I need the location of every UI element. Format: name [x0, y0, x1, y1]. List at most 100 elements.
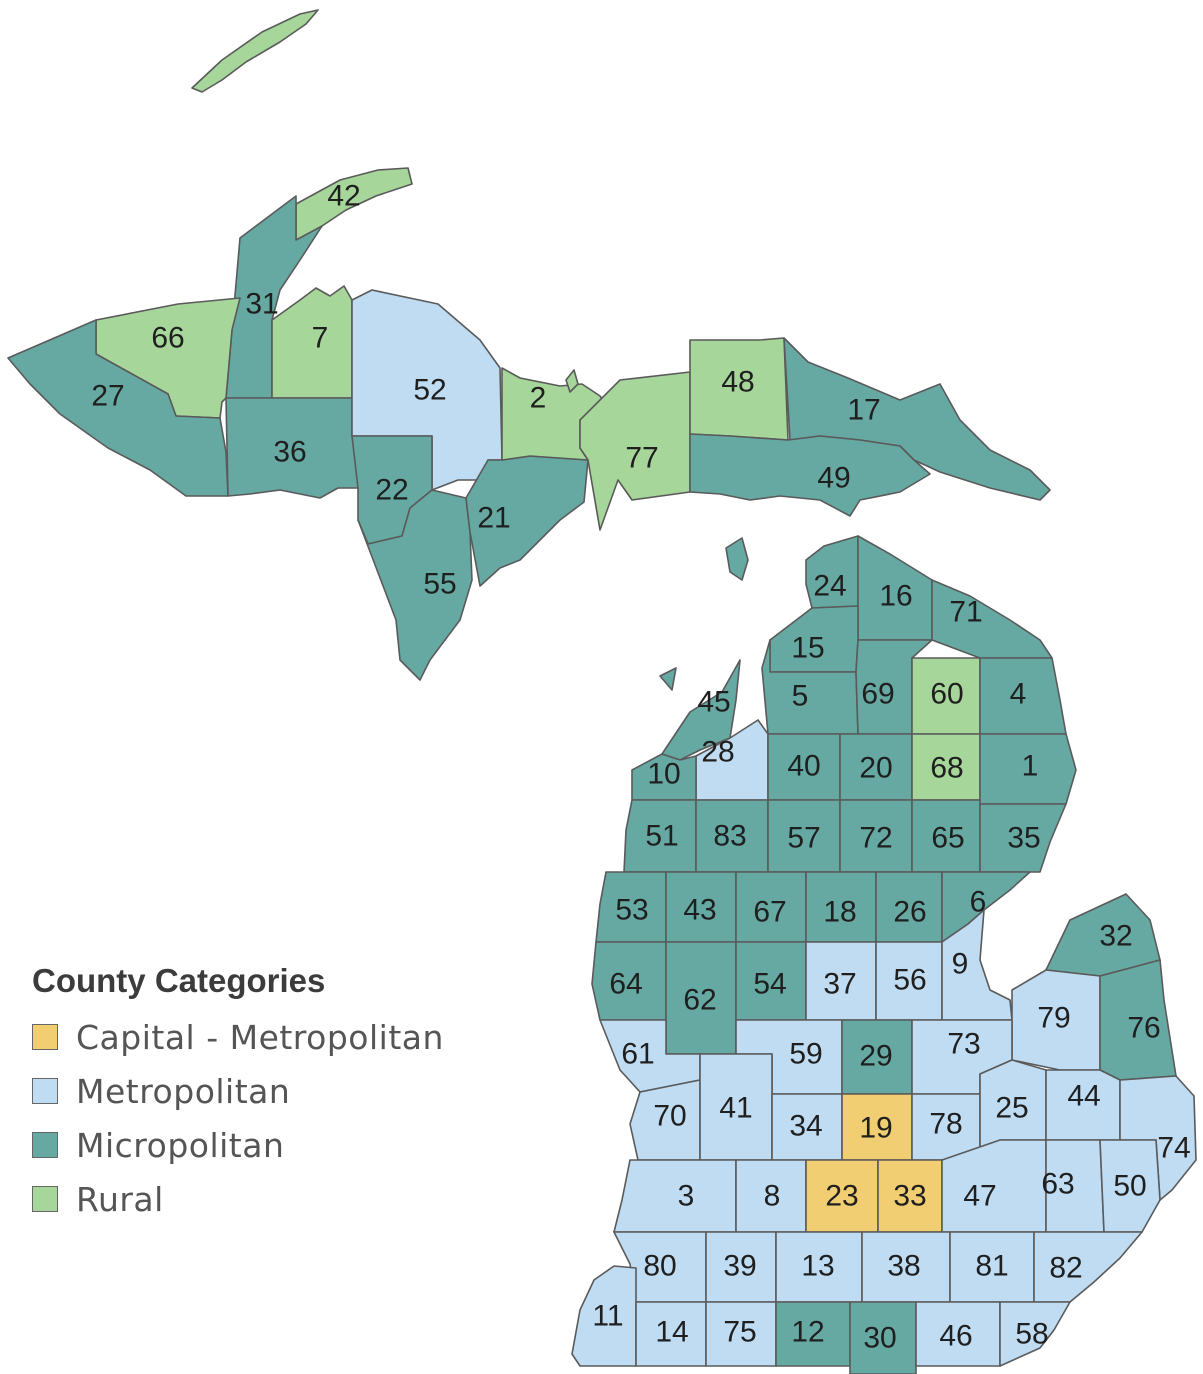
county-label-6: 6: [970, 886, 987, 919]
county-label-21: 21: [477, 502, 510, 535]
county-label-77: 77: [625, 442, 658, 475]
county-shape-49: [689, 433, 931, 517]
island-shape: [565, 369, 579, 393]
map-legend: County Categories Capital - Metropolitan…: [32, 962, 444, 1226]
county-label-37: 37: [823, 968, 856, 1001]
county-label-82: 82: [1049, 1252, 1082, 1285]
county-label-56: 56: [893, 964, 926, 997]
county-label-66: 66: [151, 322, 184, 355]
county-label-10: 10: [647, 758, 680, 791]
legend-swatch-micropolitan: [32, 1132, 58, 1158]
county-label-32: 32: [1099, 920, 1132, 953]
legend-item-micropolitan: Micropolitan: [32, 1118, 444, 1172]
county-label-23: 23: [825, 1180, 858, 1213]
county-label-47: 47: [963, 1180, 996, 1213]
county-label-50: 50: [1113, 1170, 1146, 1203]
county-shapes: [7, 9, 1197, 1374]
legend-swatch-capital: [32, 1024, 58, 1050]
county-label-73: 73: [947, 1028, 980, 1061]
county-label-11: 11: [592, 1300, 623, 1333]
county-label-27: 27: [91, 380, 124, 413]
county-label-41: 41: [719, 1092, 752, 1125]
county-label-65: 65: [931, 822, 964, 855]
county-label-74: 74: [1157, 1132, 1190, 1165]
legend-item-metropolitan: Metropolitan: [32, 1064, 444, 1118]
county-shape-11: [571, 1265, 637, 1367]
county-label-45: 45: [697, 686, 730, 719]
county-label-57: 57: [787, 822, 820, 855]
county-label-69: 69: [861, 678, 894, 711]
county-label-75: 75: [723, 1316, 756, 1349]
legend-item-capital: Capital - Metropolitan: [32, 1010, 444, 1064]
county-label-26: 26: [893, 896, 926, 929]
county-label-79: 79: [1037, 1002, 1070, 1035]
county-shape-58: [999, 1301, 1071, 1367]
county-label-39: 39: [723, 1250, 756, 1283]
county-label-36: 36: [273, 436, 306, 469]
county-label-7: 7: [312, 322, 329, 355]
county-label-68: 68: [930, 752, 963, 785]
county-label-76: 76: [1127, 1012, 1160, 1045]
county-label-78: 78: [929, 1108, 962, 1141]
county-label-4: 4: [1010, 678, 1027, 711]
county-label-67: 67: [753, 896, 786, 929]
county-label-52: 52: [413, 374, 446, 407]
county-label-29: 29: [859, 1040, 892, 1073]
county-shape-4: [979, 657, 1067, 735]
legend-label-micropolitan: Micropolitan: [76, 1125, 285, 1165]
county-label-25: 25: [995, 1092, 1028, 1125]
county-label-9: 9: [952, 948, 969, 981]
county-label-13: 13: [801, 1250, 834, 1283]
county-label-70: 70: [653, 1100, 686, 1133]
county-label-62: 62: [683, 984, 716, 1017]
county-label-63: 63: [1041, 1168, 1074, 1201]
county-shape-30: [849, 1301, 917, 1374]
county-label-20: 20: [859, 752, 892, 785]
county-label-16: 16: [879, 580, 912, 613]
county-label-46: 46: [939, 1320, 972, 1353]
county-shape-55: [357, 489, 473, 681]
county-label-58: 58: [1015, 1318, 1048, 1351]
island-shape: [659, 667, 677, 691]
county-label-60: 60: [930, 678, 963, 711]
county-label-24: 24: [813, 570, 846, 603]
county-label-35: 35: [1007, 822, 1040, 855]
county-label-48: 48: [721, 366, 754, 399]
county-label-55: 55: [423, 568, 456, 601]
county-label-17: 17: [847, 394, 880, 427]
county-label-64: 64: [609, 968, 642, 1001]
county-label-72: 72: [859, 822, 892, 855]
county-label-15: 15: [791, 632, 824, 665]
county-label-3: 3: [678, 1180, 695, 1213]
county-label-80: 80: [643, 1250, 676, 1283]
island-shape: [725, 537, 749, 581]
county-label-22: 22: [375, 474, 408, 507]
county-label-59: 59: [789, 1038, 822, 1071]
county-shape-35: [979, 803, 1067, 873]
county-label-38: 38: [887, 1250, 920, 1283]
county-label-81: 81: [975, 1250, 1008, 1283]
county-label-30: 30: [863, 1322, 896, 1355]
county-label-49: 49: [817, 462, 850, 495]
county-label-5: 5: [792, 680, 809, 713]
county-label-44: 44: [1067, 1080, 1100, 1113]
county-label-1: 1: [1022, 750, 1039, 783]
county-label-54: 54: [753, 968, 786, 1001]
county-label-19: 19: [859, 1112, 892, 1145]
legend-label-metropolitan: Metropolitan: [76, 1071, 291, 1111]
county-label-8: 8: [764, 1180, 781, 1213]
county-label-34: 34: [789, 1110, 822, 1143]
county-label-31: 31: [245, 288, 278, 321]
county-shape-50: [1099, 1139, 1161, 1233]
county-label-61: 61: [621, 1038, 654, 1071]
county-label-43: 43: [683, 894, 716, 927]
county-label-51: 51: [645, 820, 678, 853]
county-label-83: 83: [713, 820, 746, 853]
county-label-18: 18: [823, 896, 856, 929]
county-label-53: 53: [615, 894, 648, 927]
county-label-42: 42: [327, 180, 360, 213]
county-shape-1: [979, 733, 1077, 805]
county-shape-45: [661, 659, 741, 761]
